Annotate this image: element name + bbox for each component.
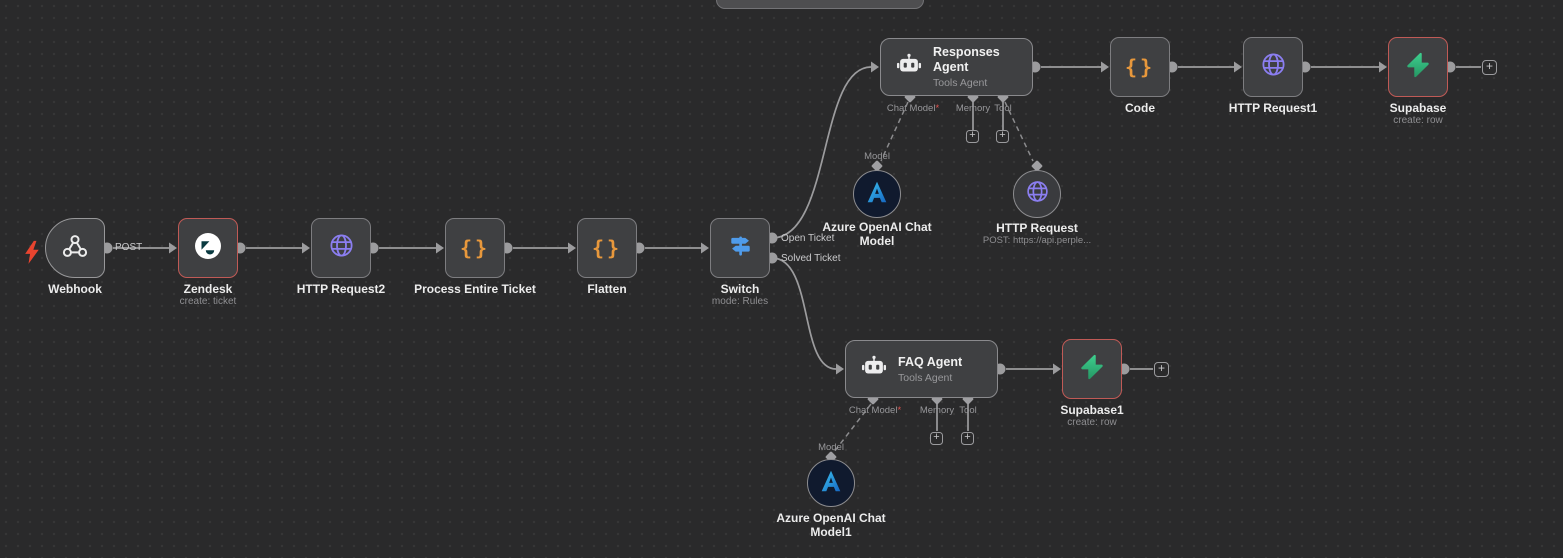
node-supabase[interactable] — [1388, 37, 1448, 97]
trigger-lightning-icon — [24, 240, 40, 270]
node-label-supabase1: Supabase1 — [1060, 403, 1124, 417]
robot-icon — [896, 52, 922, 83]
add-node-button[interactable]: + — [1154, 362, 1169, 377]
port-label-chat-model: Chat Model* — [886, 103, 940, 114]
node-label-flatten: Flatten — [587, 282, 627, 296]
supabase-bolt-icon — [1078, 353, 1106, 386]
port-label-memory: Memory — [919, 405, 955, 416]
wire-solved-ticket — [771, 257, 837, 370]
node-azure-openai-chat-model1[interactable] — [807, 459, 855, 507]
node-sublabel-supabase: create: row — [1393, 115, 1443, 126]
node-label-azure-chat-model1: Azure OpenAI Chat Model1 — [776, 511, 886, 540]
node-process-entire-ticket[interactable]: {} — [445, 218, 505, 278]
port-label-tool: Tool — [959, 405, 977, 416]
add-memory-button[interactable]: + — [966, 130, 979, 143]
node-label-http-request1: HTTP Request1 — [1228, 101, 1318, 115]
port-label-model: Model — [818, 442, 844, 453]
wire-open-ticket — [771, 66, 872, 239]
node-title: FAQ Agent — [898, 354, 963, 369]
port-label-chat-model: Chat Model* — [848, 405, 902, 416]
node-supabase1[interactable] — [1062, 339, 1122, 399]
node-label-http-request2: HTTP Request2 — [296, 282, 386, 296]
code-braces-icon: {} — [591, 236, 623, 260]
node-faq-agent[interactable]: FAQ Agent Tools Agent — [845, 340, 998, 398]
add-node-button[interactable]: + — [1482, 60, 1497, 75]
node-label-supabase: Supabase — [1389, 101, 1447, 115]
node-subtitle: Tools Agent — [933, 77, 988, 89]
switch-output-label-solved: Solved Ticket — [781, 253, 841, 264]
node-flatten[interactable]: {} — [577, 218, 637, 278]
node-sublabel-http-request-tool: POST: https://api.perple... — [982, 235, 1092, 246]
connection-wires — [113, 66, 1481, 431]
node-label-azure-chat-model: Azure OpenAI Chat Model — [822, 220, 932, 249]
node-label-switch: Switch — [720, 282, 760, 296]
node-http-request1[interactable] — [1243, 37, 1303, 97]
node-http-request-tool[interactable] — [1013, 170, 1061, 218]
azure-icon — [863, 178, 891, 211]
code-braces-icon: {} — [459, 236, 491, 260]
add-tool-button[interactable]: + — [996, 130, 1009, 143]
code-braces-icon: {} — [1124, 55, 1156, 79]
robot-icon — [861, 354, 887, 385]
node-zendesk[interactable] — [178, 218, 238, 278]
node-azure-openai-chat-model[interactable] — [853, 170, 901, 218]
globe-icon — [1260, 51, 1287, 83]
required-asterisk: * — [897, 405, 902, 416]
ai-connection-wires — [833, 101, 1034, 453]
port-label-memory: Memory — [955, 103, 991, 114]
input-ports[interactable] — [169, 61, 1387, 375]
webhook-method-label: POST — [115, 242, 143, 253]
add-tool-button[interactable]: + — [961, 432, 974, 445]
globe-icon — [1025, 179, 1050, 209]
node-label-code: Code — [1125, 101, 1155, 115]
port-label-model: Model — [864, 151, 890, 162]
node-subtitle: Tools Agent — [898, 371, 953, 384]
switch-signpost-icon — [727, 232, 754, 264]
node-sublabel-switch: mode: Rules — [711, 296, 769, 307]
zendesk-icon — [195, 232, 221, 264]
webhook-icon — [61, 232, 89, 265]
node-webhook[interactable] — [45, 218, 105, 278]
node-label-zendesk: Zendesk — [183, 282, 233, 296]
node-sublabel-zendesk: create: ticket — [179, 296, 237, 307]
node-title: Responses Agent — [933, 45, 1000, 74]
node-switch[interactable] — [710, 218, 770, 278]
globe-icon — [328, 232, 355, 264]
node-label-http-request-tool: HTTP Request — [996, 221, 1078, 235]
node-label-webhook: Webhook — [48, 282, 102, 296]
node-label-process-entire-ticket: Process Entire Ticket — [414, 282, 536, 296]
node-sublabel-supabase1: create: row — [1067, 417, 1117, 428]
switch-output-label-open: Open Ticket — [781, 233, 835, 244]
node-code[interactable]: {} — [1110, 37, 1170, 97]
node-responses-agent[interactable]: Responses Agent Tools Agent — [880, 38, 1033, 96]
required-asterisk: * — [935, 103, 940, 114]
node-http-request2[interactable] — [311, 218, 371, 278]
supabase-bolt-icon — [1404, 51, 1432, 84]
add-memory-button[interactable]: + — [930, 432, 943, 445]
azure-icon — [817, 467, 845, 500]
port-label-tool: Tool — [994, 103, 1012, 114]
